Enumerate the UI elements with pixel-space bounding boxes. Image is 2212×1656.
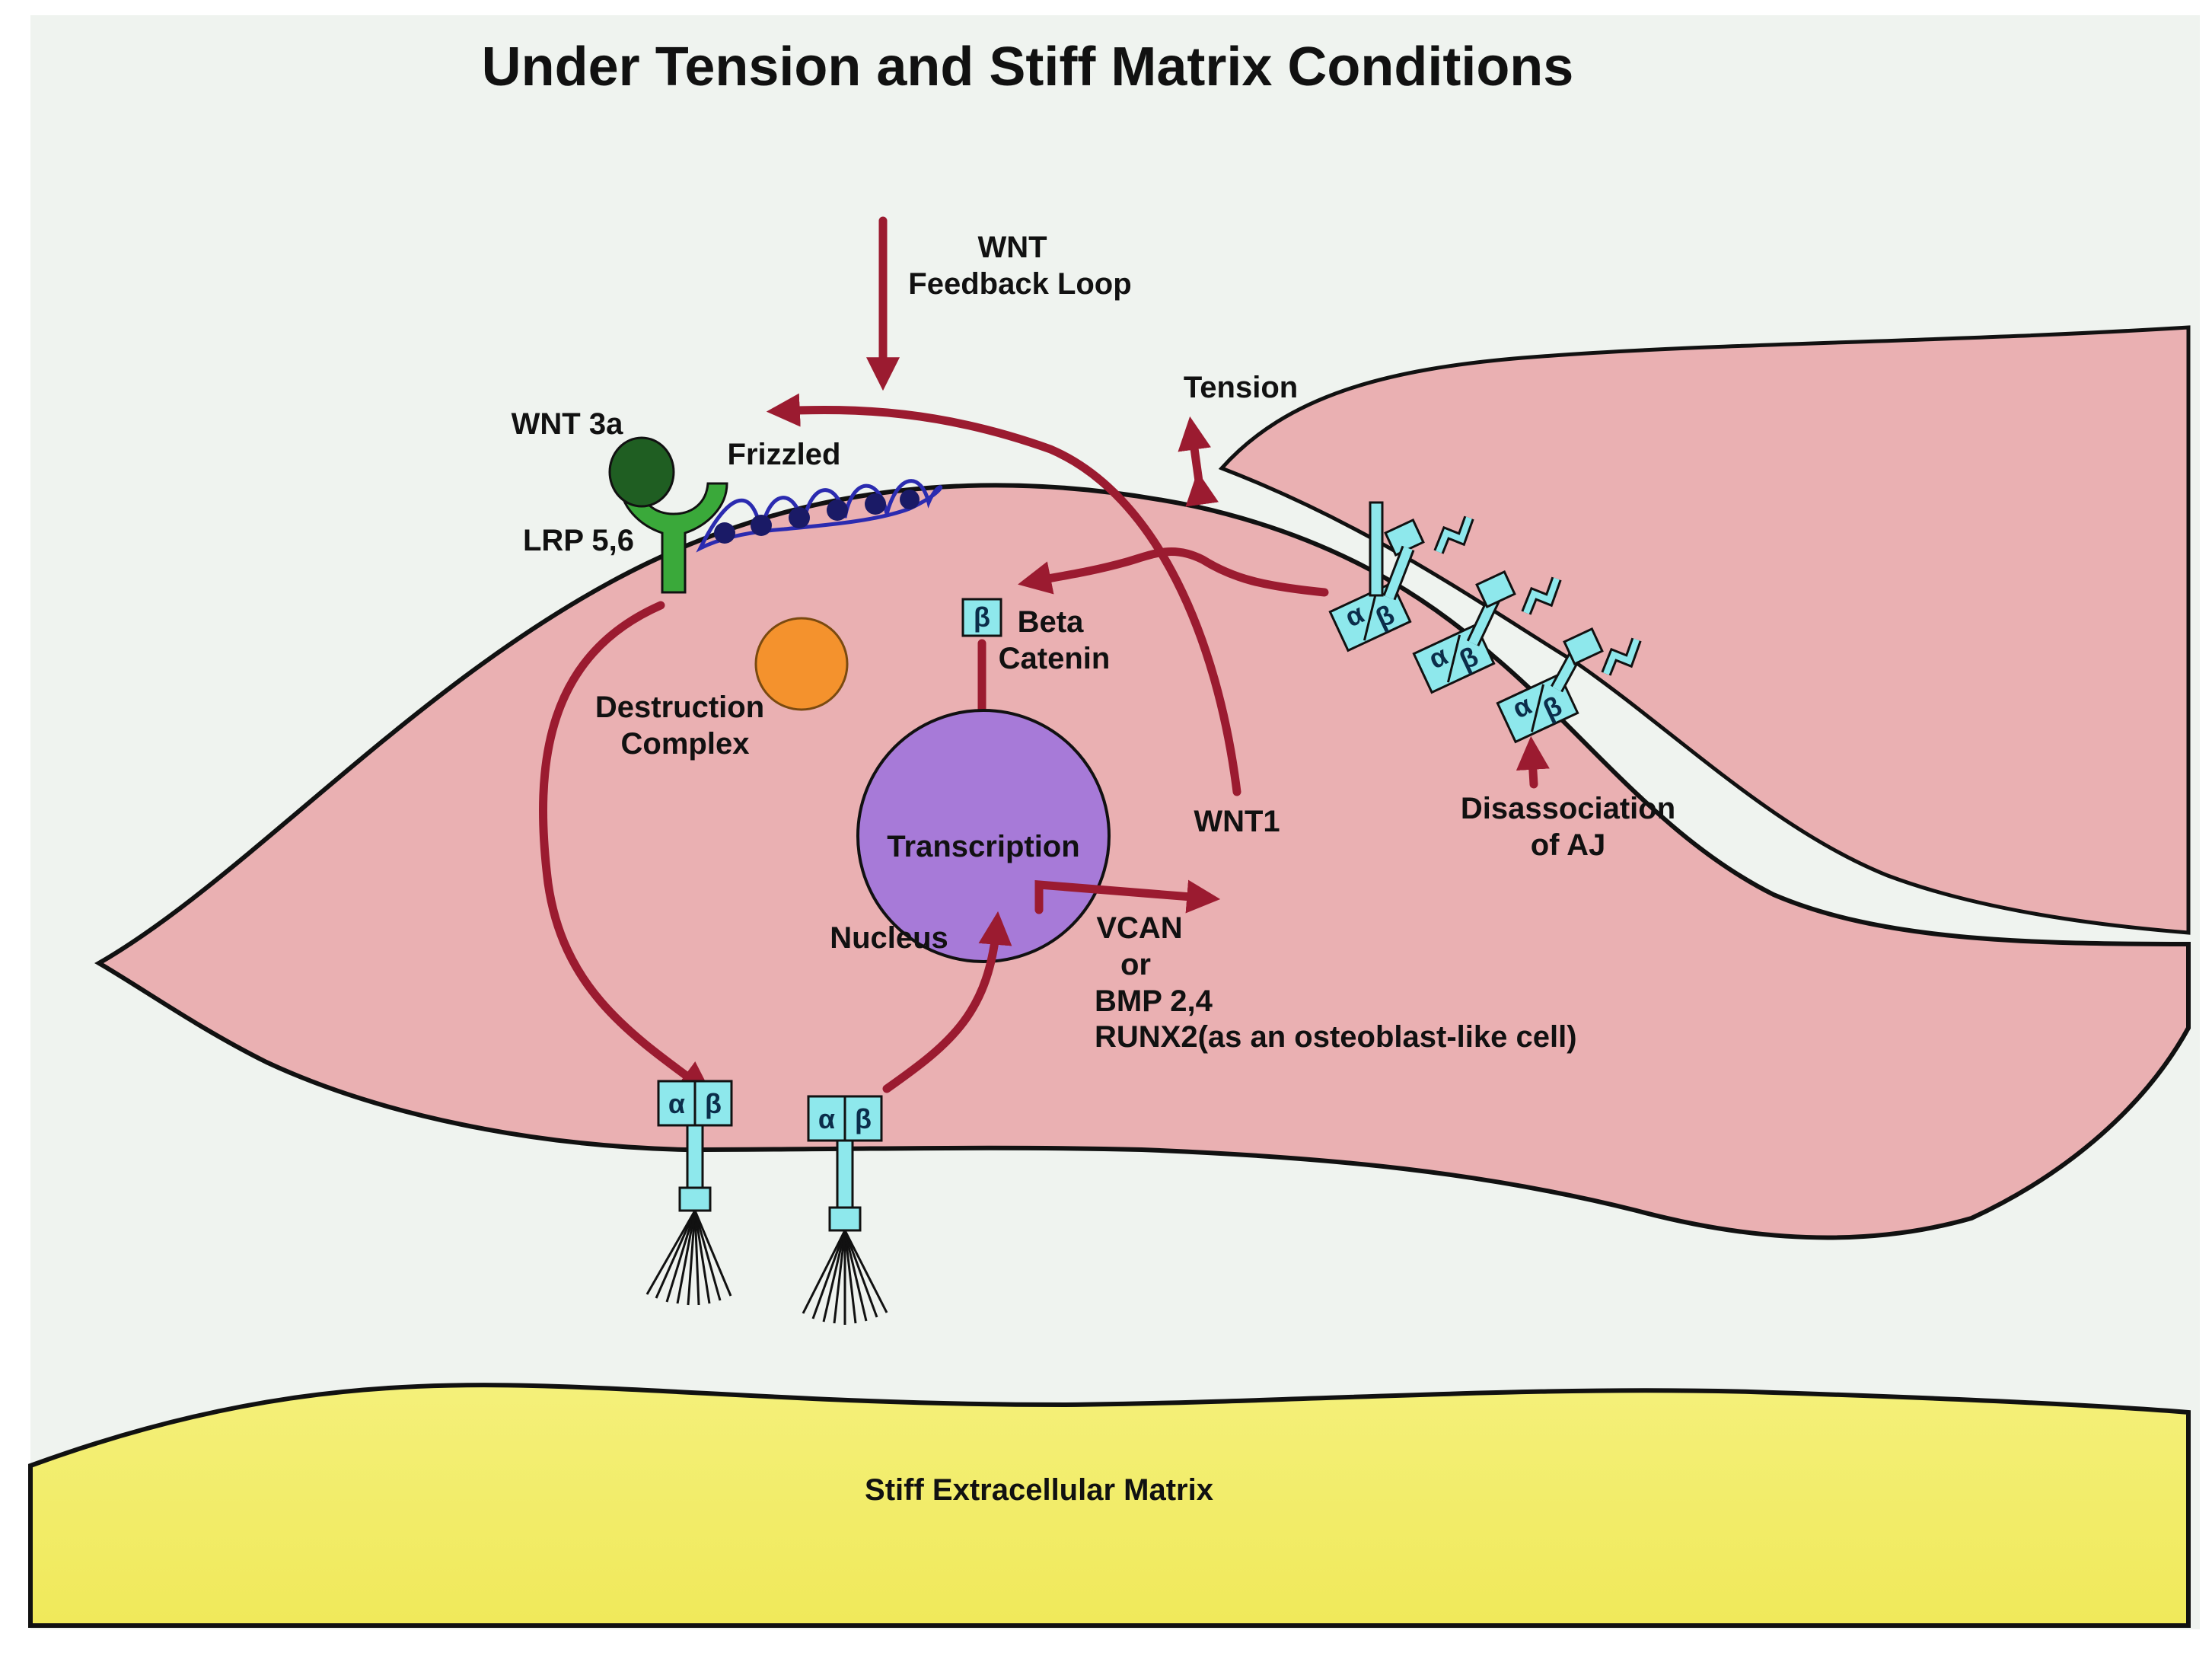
bmp-label: BMP 2,4	[1095, 984, 1213, 1018]
destruction-label-2: Complex	[621, 727, 750, 761]
wnt3a-ligand	[608, 436, 675, 508]
aj-anchor-1	[1384, 518, 1425, 557]
integrin-to-nucleus-arrow	[882, 911, 1012, 1093]
aj-anchor-3	[1563, 627, 1604, 665]
svg-text:α: α	[818, 1103, 835, 1134]
main-cell	[94, 483, 2191, 1240]
aj-to-catenin-arrow	[1018, 547, 1329, 597]
frizzled-label: Frizzled	[728, 438, 841, 471]
ecm-label: Stiff Extracellular Matrix	[865, 1473, 1213, 1507]
or-label: or	[1120, 948, 1151, 981]
figure-title: Under Tension and Stiff Matrix Condition…	[482, 37, 1574, 97]
neighbor-cell	[1218, 325, 2191, 935]
stiff-ecm	[28, 1383, 2191, 1628]
integrin-right: α β	[802, 1095, 888, 1325]
tension-arrow	[1178, 416, 1219, 507]
transcription-label: Transcription	[887, 830, 1079, 863]
tension-label: Tension	[1184, 371, 1298, 404]
frizzled-receptor	[696, 479, 943, 553]
lrp-label: LRP 5,6	[523, 524, 634, 557]
disassociation-label-1: Disassociation	[1461, 792, 1675, 825]
aj-anchor-2	[1475, 570, 1516, 608]
wnt1-arrow	[766, 393, 1241, 796]
svg-text:α: α	[668, 1088, 685, 1119]
lrp-receptor	[619, 482, 728, 594]
nucleus-label: Nucleus	[830, 921, 948, 955]
runx2-label: RUNX2(as an osteoblast-like cell)	[1095, 1020, 1577, 1054]
svg-text:β: β	[705, 1088, 722, 1119]
beta-catenin-box	[961, 598, 1002, 637]
nucleus	[856, 709, 1111, 963]
vcan-label: VCAN	[1096, 911, 1182, 945]
destruction-label-1: Destruction	[595, 691, 764, 724]
transcription-output-arrow	[1034, 879, 1221, 914]
disassociation-label-2: of AJ	[1531, 828, 1606, 862]
disassociation-arrow	[1516, 735, 1550, 789]
wnt1-label: WNT1	[1194, 805, 1280, 838]
beta-catenin-symbol: β	[974, 601, 990, 633]
wnt-feedback-label-1: WNT	[977, 231, 1047, 264]
wnt3a-label: WNT 3a	[512, 407, 623, 441]
beta-catenin-label-2: Catenin	[999, 642, 1111, 675]
aj-integrin-1: α β	[1328, 501, 1412, 653]
destruction-complex	[754, 617, 849, 711]
aj-integrin-3: α β	[1496, 672, 1579, 744]
lrp-to-integrin-arrow	[539, 601, 712, 1095]
svg-text:β: β	[855, 1103, 872, 1134]
beta-catenin-label-1: Beta	[1018, 605, 1084, 639]
wnt-feedback-label-2: Feedback Loop	[908, 267, 1131, 301]
integrin-left: α β	[645, 1080, 733, 1306]
